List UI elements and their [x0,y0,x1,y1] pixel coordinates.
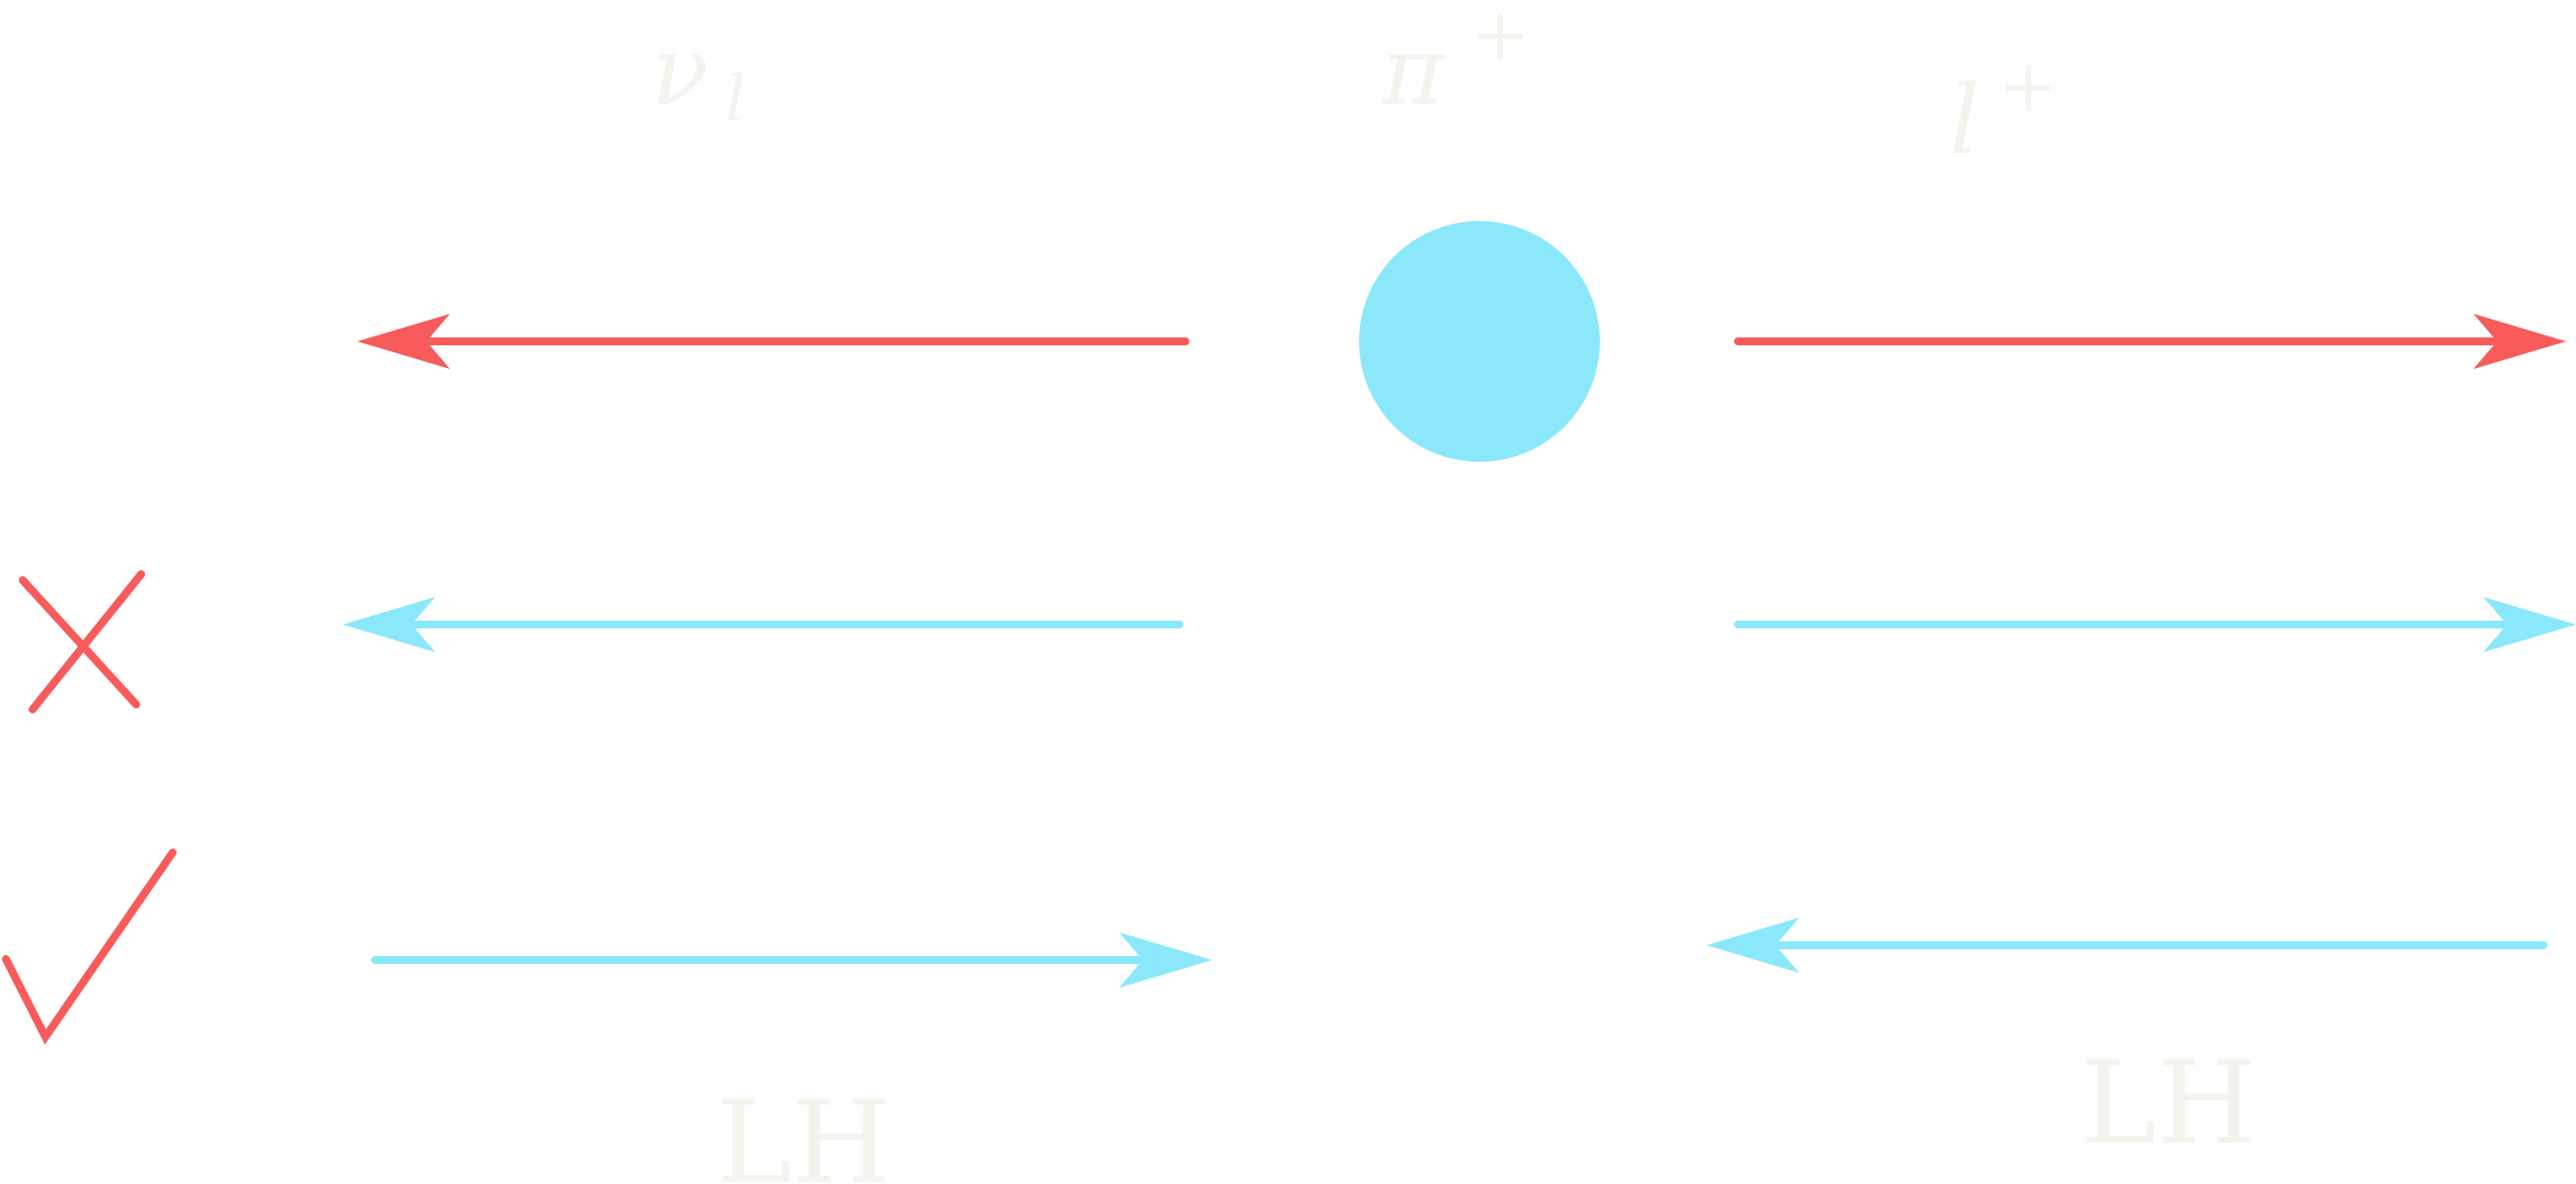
neutrino-label: ν l [651,16,745,136]
left-arrowhead-icon [1706,918,1799,973]
pion-label: π + [1381,0,1530,126]
lepton-label: l + [1949,44,2058,176]
pion-symbol: π [1381,16,1446,126]
right-arrowhead-icon [2483,597,2576,652]
neutrino-symbol: ν [651,16,709,126]
row-spin-forbidden [19,570,2576,713]
left-arrowhead-icon [357,314,450,369]
right-helicity-label: LH [2081,1037,2256,1170]
neutrino-subscript: l [725,63,745,136]
pion-superscript: + [1471,0,1530,76]
check-icon [2,849,177,1045]
right-arrowhead-icon [1119,932,1212,988]
cross-icon [19,570,145,713]
left-helicity-label: LH [716,1076,891,1184]
right-arrowhead-icon [2473,314,2566,369]
lepton-superscript: + [1999,44,2058,127]
row-momentum [357,314,2566,369]
row-spin-allowed [2,849,2547,1045]
lepton-symbol: l [1949,65,1980,176]
pion-circle-icon [1359,221,1600,462]
left-arrowhead-icon [342,597,435,652]
